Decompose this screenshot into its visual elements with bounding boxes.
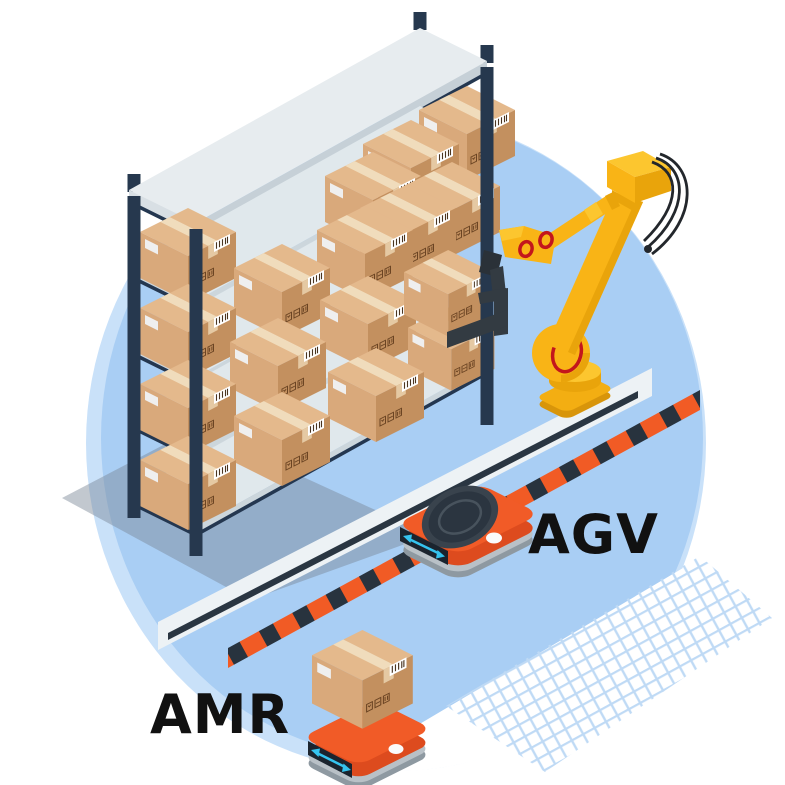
robot-arm-lower-beam <box>547 192 643 355</box>
amr-robot <box>301 629 433 785</box>
agv-robot <box>395 482 541 582</box>
agv-sensor-dot <box>486 532 502 544</box>
robot-arm-cables <box>643 152 689 256</box>
robot-arm-head <box>607 151 671 212</box>
beam-shade <box>568 199 643 355</box>
tube-collar <box>584 202 603 222</box>
shelf-rack <box>127 12 516 556</box>
guide-track <box>158 368 652 650</box>
agv-label: AGV <box>528 503 659 566</box>
robot-arm <box>447 151 689 420</box>
direction-arrow-icon <box>311 748 351 772</box>
tube-cap <box>605 192 620 210</box>
amr-label: AMR <box>150 683 290 746</box>
robot-arm-wrist <box>499 226 556 264</box>
turntable <box>421 485 499 549</box>
amr-sensor-dot <box>388 744 404 754</box>
shelf-post-front-right <box>480 67 494 425</box>
shoulder-shade <box>561 353 590 382</box>
direction-arrow-icon <box>403 534 445 559</box>
gripper-claw <box>447 266 508 348</box>
